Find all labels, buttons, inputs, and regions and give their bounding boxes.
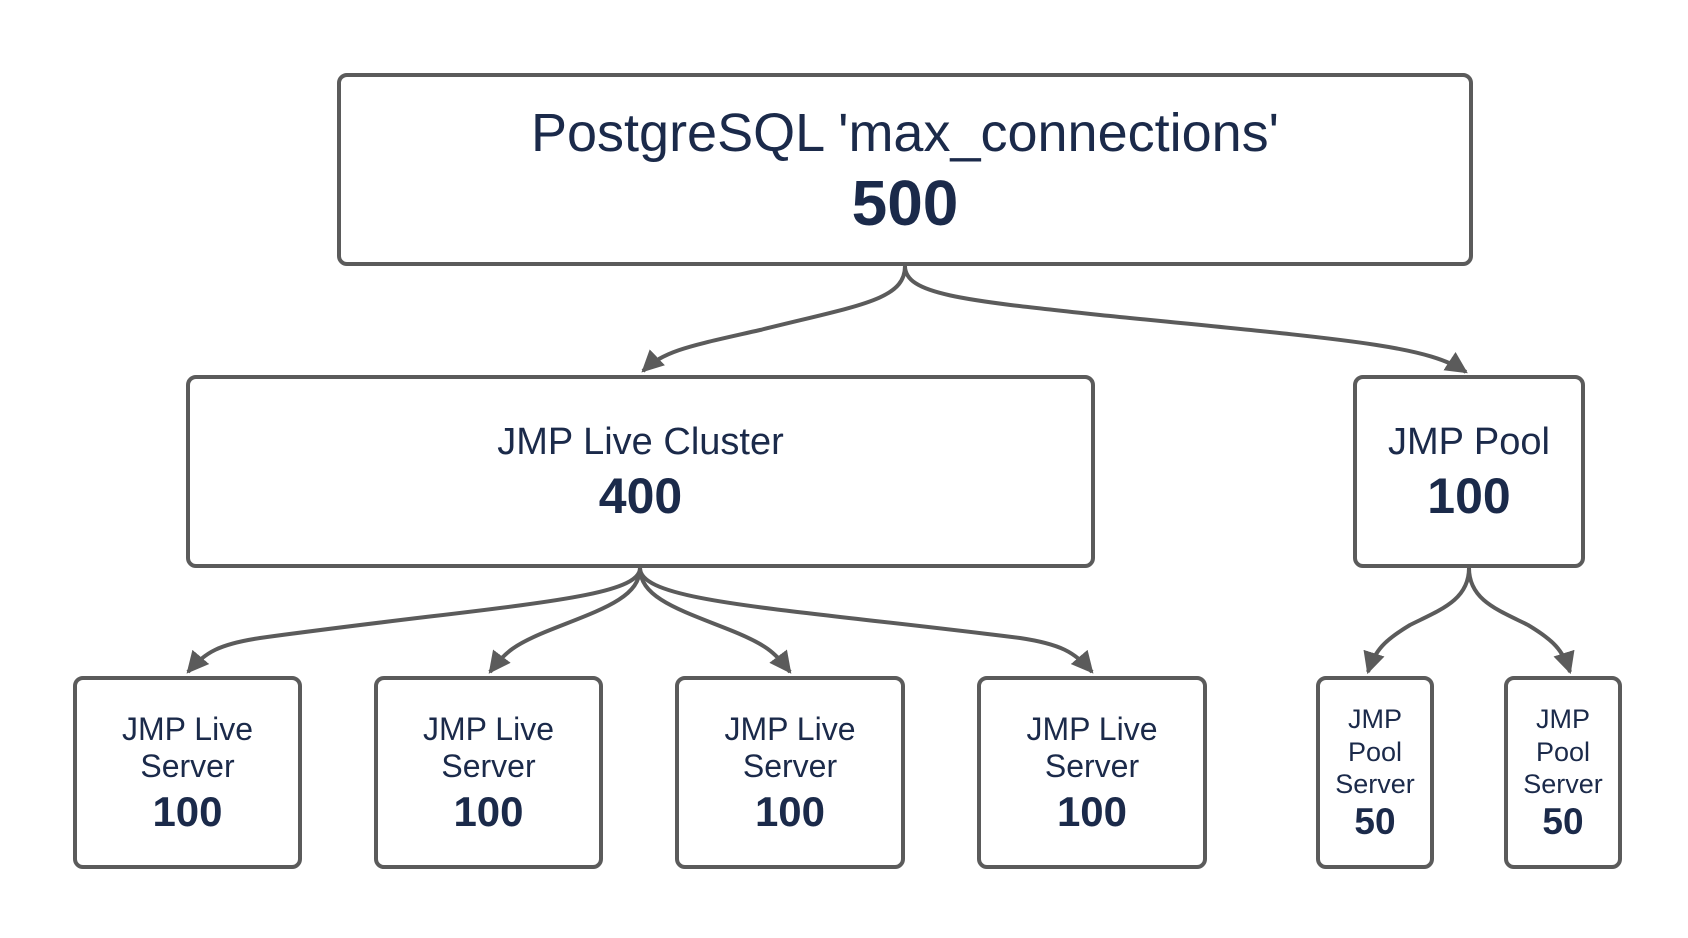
jmp-live-server-node: JMP Live Server 100 <box>675 676 905 869</box>
arrow-pool-to-pool-server-2 <box>1467 567 1575 675</box>
jmp-live-cluster-node: JMP Live Cluster 400 <box>186 375 1095 568</box>
node-value: 100 <box>453 787 524 835</box>
node-value: 100 <box>1427 468 1511 525</box>
jmp-live-server-node: JMP Live Server 100 <box>977 676 1207 869</box>
arrow-cluster-to-live-server-2 <box>488 567 642 674</box>
jmp-live-server-node: JMP Live Server 100 <box>374 676 603 869</box>
node-label: JMP Pool <box>1388 421 1550 464</box>
node-label: PostgreSQL 'max_connections' <box>530 102 1279 163</box>
node-value: 400 <box>598 468 683 525</box>
arrow-root-to-cluster <box>641 265 907 373</box>
postgresql-max-connections-node: PostgreSQL 'max_connections' 500 <box>337 73 1473 266</box>
arrow-cluster-to-live-server-1 <box>186 567 642 674</box>
node-value: 100 <box>754 787 826 835</box>
node-label: JMP Live Cluster <box>497 421 784 464</box>
node-value: 500 <box>851 167 959 240</box>
node-value: 50 <box>1354 800 1396 842</box>
node-label: JMP Pool Server <box>1335 704 1415 800</box>
node-label: JMP Live Server <box>121 711 253 785</box>
node-value: 50 <box>1542 800 1584 842</box>
jmp-live-server-node: JMP Live Server 100 <box>73 676 302 869</box>
node-value: 100 <box>1056 787 1128 835</box>
jmp-pool-server-node: JMP Pool Server 50 <box>1504 676 1622 869</box>
node-label: JMP Pool Server <box>1523 704 1603 800</box>
node-label: JMP Live Server <box>1026 711 1158 785</box>
node-label: JMP Live Server <box>422 711 554 785</box>
node-label: JMP Live Server <box>724 711 856 785</box>
node-value: 100 <box>152 787 223 835</box>
arrow-cluster-to-live-server-4 <box>638 567 1094 674</box>
arrow-cluster-to-live-server-3 <box>638 567 792 674</box>
arrow-root-to-pool <box>903 265 1468 374</box>
arrow-pool-to-pool-server-1 <box>1363 567 1471 675</box>
jmp-pool-node: JMP Pool 100 <box>1353 375 1585 568</box>
jmp-pool-server-node: JMP Pool Server 50 <box>1316 676 1434 869</box>
